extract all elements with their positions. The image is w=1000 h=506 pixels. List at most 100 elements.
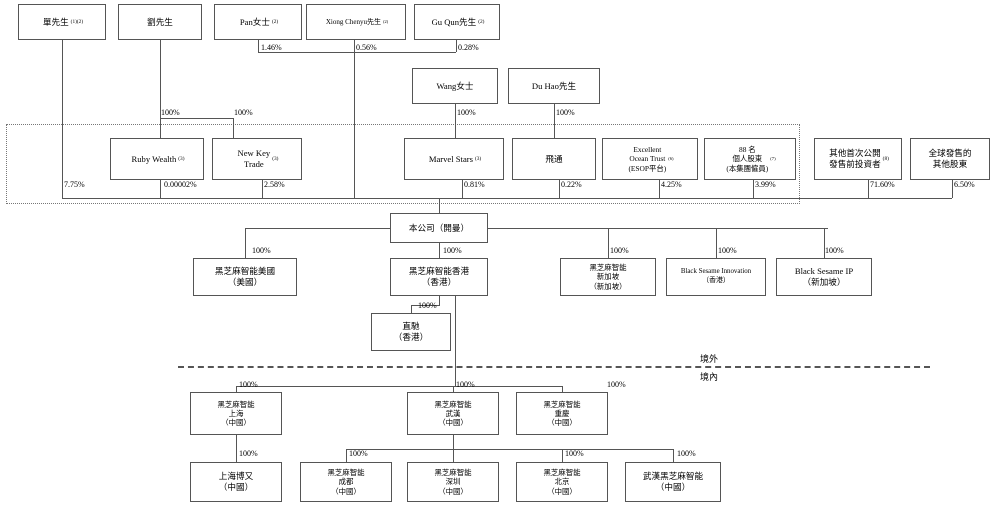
connector-bshk-stem (439, 296, 440, 305)
node-newkey: New Key Trade(3) (212, 138, 302, 180)
node-liu: 劉先生 (118, 4, 202, 40)
percentage-pct-shan: 7.75% (64, 180, 85, 189)
percentage-pct-shanghai: 100% (239, 380, 258, 389)
connector-bus-to-company (439, 198, 440, 213)
connector-liu-horizontal (160, 118, 234, 119)
percentage-pct-wuhan: 100% (456, 380, 475, 389)
node-duhao: Du Hao先生 (508, 68, 600, 104)
percentage-pct-guqun: 0.28% (458, 43, 479, 52)
node-chongqing: 黑芝麻智能 重慶 （中國） (516, 392, 608, 435)
shareholder-bus (62, 198, 952, 199)
percentage-pct-zhichi: 100% (418, 301, 437, 310)
node-label: Xiong Chenyu先生 (325, 17, 382, 26)
node-label: 本公司（開曼） (408, 222, 470, 233)
connector-wuhan-beijing (562, 449, 563, 462)
percentage-pct-bsip: 100% (825, 246, 844, 255)
connector-employees-down (753, 180, 754, 198)
connector-global-down (952, 180, 953, 198)
percentage-pct-feitong: 0.22% (561, 180, 582, 189)
connector-liu-to-ruby (160, 118, 161, 138)
connector-company-bsusa (245, 228, 246, 258)
node-beijing: 黑芝麻智能 北京 （中國） (516, 462, 608, 502)
node-label: 黑芝麻智能 深圳 （中國） (434, 468, 472, 496)
node-company: 本公司（開曼） (390, 213, 488, 243)
connector-pan-vertical (258, 40, 259, 52)
node-label: 黑芝麻智能美國 （美國） (214, 266, 276, 287)
node-label: Ruby Wealth (131, 153, 177, 164)
connector-trio-stem (354, 52, 355, 198)
bshk-down-bus (411, 305, 440, 306)
percentage-pct-bshk: 100% (443, 246, 462, 255)
node-label: Du Hao先生 (531, 80, 577, 91)
connector-wang-vertical (455, 104, 456, 138)
percentage-pct-preipo: 71.60% (870, 180, 895, 189)
company-left-bus (245, 228, 391, 229)
percentage-pct-duhao: 100% (556, 108, 575, 117)
node-employees: 88 名 個人股東 (本集團僱員)(7) (704, 138, 796, 180)
connector-onshore-chongqing (562, 386, 563, 392)
connector-preipo-down (868, 180, 869, 198)
node-wuhan: 黑芝麻智能 武漢 （中國） (407, 392, 499, 435)
percentage-pct-marvel: 0.81% (464, 180, 485, 189)
percentage-pct-pan: 1.46% (261, 43, 282, 52)
node-label: 黑芝麻智能 北京 （中國） (543, 468, 581, 496)
node-bsusa: 黑芝麻智能美國 （美國） (193, 258, 297, 296)
node-label: 黑芝麻智能 成都 （中國） (327, 468, 365, 496)
node-label: 黑芝麻智能 上海 （中國） (217, 399, 255, 428)
connector-company-bsinnov (716, 228, 717, 258)
connector-wuhan-shenzhen (453, 449, 454, 462)
jurisdiction-divider (178, 366, 930, 368)
node-label: New Key Trade (237, 148, 271, 169)
node-wuhanbs: 武漢黑芝麻智能 （中國） (625, 462, 721, 502)
percentage-pct-liu-newkey: 100% (234, 108, 253, 117)
node-label: Gu Qun先生 (431, 16, 477, 27)
node-label: 武漢黑芝麻智能 （中國） (642, 471, 704, 492)
node-bssg: 黑芝麻智能 新加坡 （新加坡） (560, 258, 656, 296)
shareholder-group-frame (6, 124, 800, 204)
node-globalother: 全球發售的 其他股東 (910, 138, 990, 180)
onshore-bus (236, 386, 562, 387)
node-label: 黑芝麻智能香港 （香港） (408, 266, 470, 287)
node-guqun: Gu Qun先生(2) (414, 4, 500, 40)
percentage-pct-chongqing: 100% (607, 380, 626, 389)
percentage-pct-bsinnov: 100% (718, 246, 737, 255)
node-label: 上海博又 （中國） (218, 471, 254, 492)
node-shan: 單先生(1)(2) (18, 4, 106, 40)
percentage-pct-bsusa: 100% (252, 246, 271, 255)
node-excellent: Excellent Ocean Trust (ESOP平台)(6) (602, 138, 698, 180)
connector-marvel-down (462, 180, 463, 198)
node-label: Black Sesame Innovation （香港） (680, 268, 752, 284)
node-label: 全球發售的 其他股東 (928, 148, 972, 169)
node-label: 黑芝麻智能 武漢 （中國） (434, 399, 472, 428)
node-label: Pan女士 (239, 16, 270, 27)
node-marvel: Marvel Stars(3) (404, 138, 504, 180)
node-zhichi: 直馳 （香港） (371, 313, 451, 351)
company-right-bus (488, 228, 828, 229)
percentage-pct-excellent: 4.25% (661, 180, 682, 189)
node-label: 88 名 個人股東 (本集團僱員) (726, 145, 769, 173)
connector-bshk-onshore-stem (455, 296, 456, 386)
connector-shanghai-boyou (236, 435, 237, 462)
node-chengdu: 黑芝麻智能 成都 （中國） (300, 462, 392, 502)
node-boyou: 上海博又 （中國） (190, 462, 282, 502)
node-label: Marvel Stars (428, 153, 473, 164)
connector-xiong-vertical (354, 40, 355, 52)
node-preipo: 其他首次公開 發售前投資者(8) (814, 138, 902, 180)
connector-feitong-down (559, 180, 560, 198)
percentage-pct-xiong: 0.56% (356, 43, 377, 52)
connector-company-bssg (608, 228, 609, 258)
connector-wuhan-wuhanbs (673, 449, 674, 462)
node-shenzhen: 黑芝麻智能 深圳 （中國） (407, 462, 499, 502)
node-label: Wang女士 (436, 80, 474, 91)
connector-bshk-zhichi (411, 305, 412, 313)
connector-duhao-vertical (554, 104, 555, 138)
node-label: Black Sesame IP （新加坡） (794, 266, 854, 287)
node-label: 飛通 (545, 153, 563, 164)
node-bsinnov: Black Sesame Innovation （香港） (666, 258, 766, 296)
percentage-pct-ruby: 0.00002% (164, 180, 197, 189)
connector-wuhan-stem (453, 435, 454, 449)
connector-pan-horizontal (258, 52, 354, 53)
zone-label-onshore: 境內 (700, 372, 719, 382)
wuhan-children-bus (346, 449, 673, 450)
